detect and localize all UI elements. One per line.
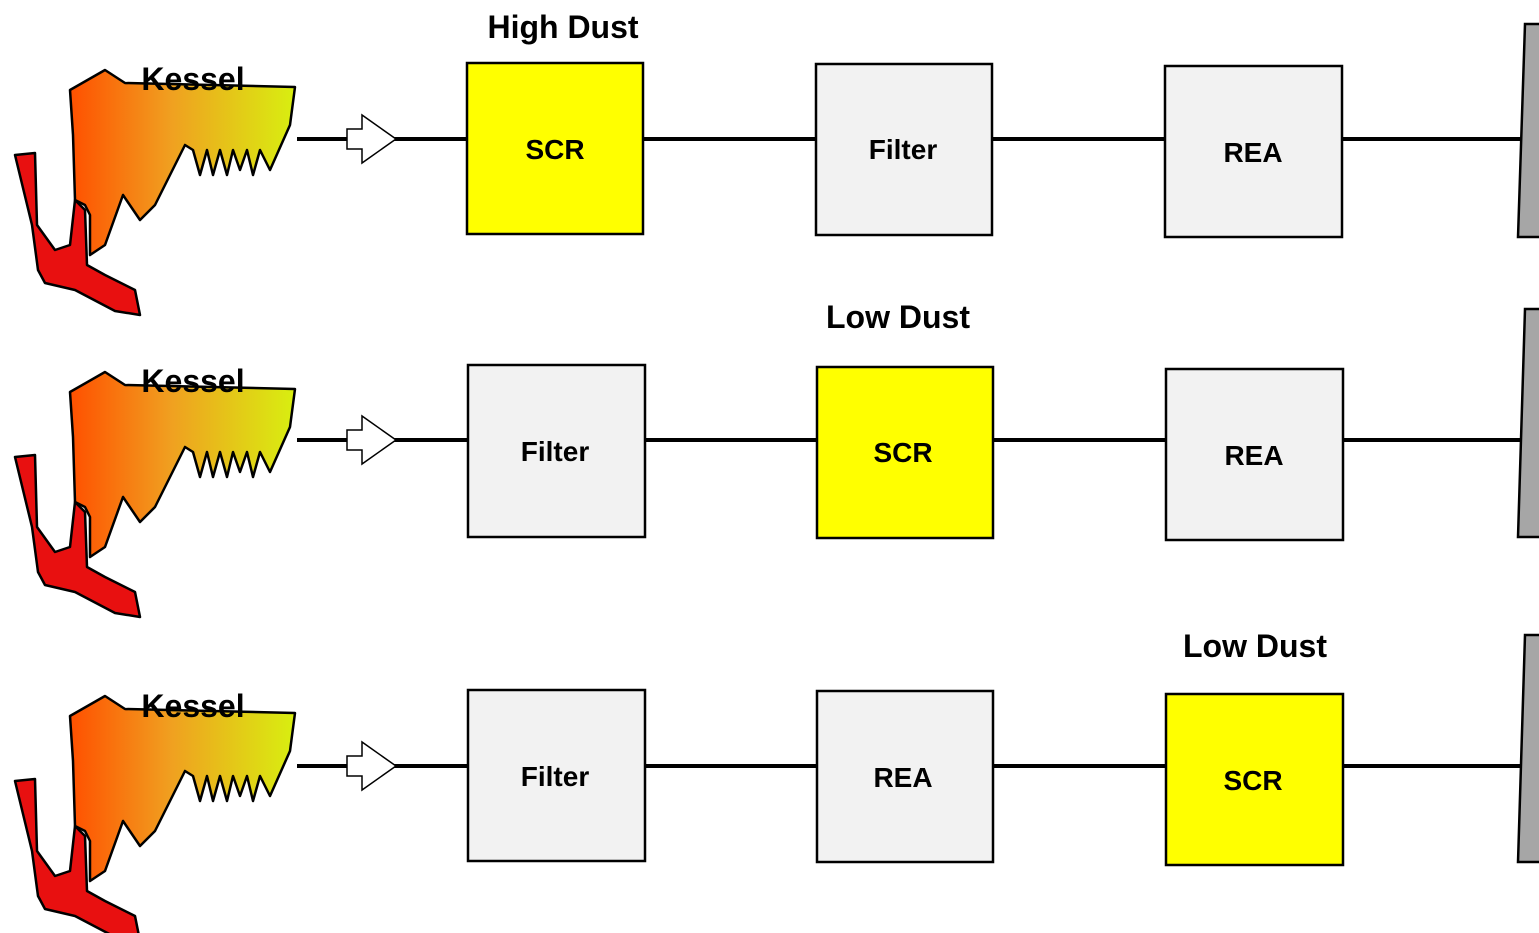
filter-box-label: Filter bbox=[521, 436, 590, 467]
kessel-label: Kessel bbox=[141, 61, 244, 97]
rea-box-label: REA bbox=[1223, 137, 1282, 168]
scr-box bbox=[815, 365, 995, 540]
process-row-3: Kessel Low Dust Filter REA SCR bbox=[13, 628, 1539, 933]
scr-box bbox=[1164, 692, 1345, 867]
flow-arrow-icon bbox=[346, 414, 398, 466]
boiler-icon bbox=[13, 370, 297, 619]
chimney-stack bbox=[1516, 307, 1539, 539]
process-row-2: Kessel Low Dust Filter SCR REA bbox=[13, 299, 1539, 619]
scr-box-label: SCR bbox=[525, 134, 584, 165]
flow-arrow-icon bbox=[346, 113, 398, 165]
rea-box bbox=[815, 689, 995, 864]
rea-box bbox=[1163, 64, 1344, 239]
filter-box-label: Filter bbox=[521, 761, 590, 792]
rea-box-label: REA bbox=[873, 762, 932, 793]
process-row-1: Kessel High Dust SCR Filter REA bbox=[13, 9, 1539, 317]
boiler-icon bbox=[13, 694, 297, 933]
kessel-label: Kessel bbox=[141, 688, 244, 724]
chimney-stack bbox=[1516, 22, 1539, 239]
rea-box-label: REA bbox=[1224, 440, 1283, 471]
section-label: Low Dust bbox=[826, 299, 970, 335]
filter-box bbox=[814, 62, 994, 237]
filter-box-label: Filter bbox=[869, 134, 938, 165]
scr-box bbox=[465, 61, 645, 236]
filter-box bbox=[466, 363, 647, 539]
rea-box bbox=[1164, 367, 1345, 542]
kessel-label: Kessel bbox=[141, 363, 244, 399]
scr-box-label: SCR bbox=[873, 437, 932, 468]
chimney-stack bbox=[1516, 633, 1539, 864]
filter-box bbox=[466, 688, 647, 863]
flow-arrow-icon bbox=[346, 740, 398, 792]
scr-box-label: SCR bbox=[1223, 765, 1282, 796]
section-label: Low Dust bbox=[1183, 628, 1327, 664]
boiler-icon bbox=[13, 68, 297, 317]
section-label: High Dust bbox=[487, 9, 638, 45]
